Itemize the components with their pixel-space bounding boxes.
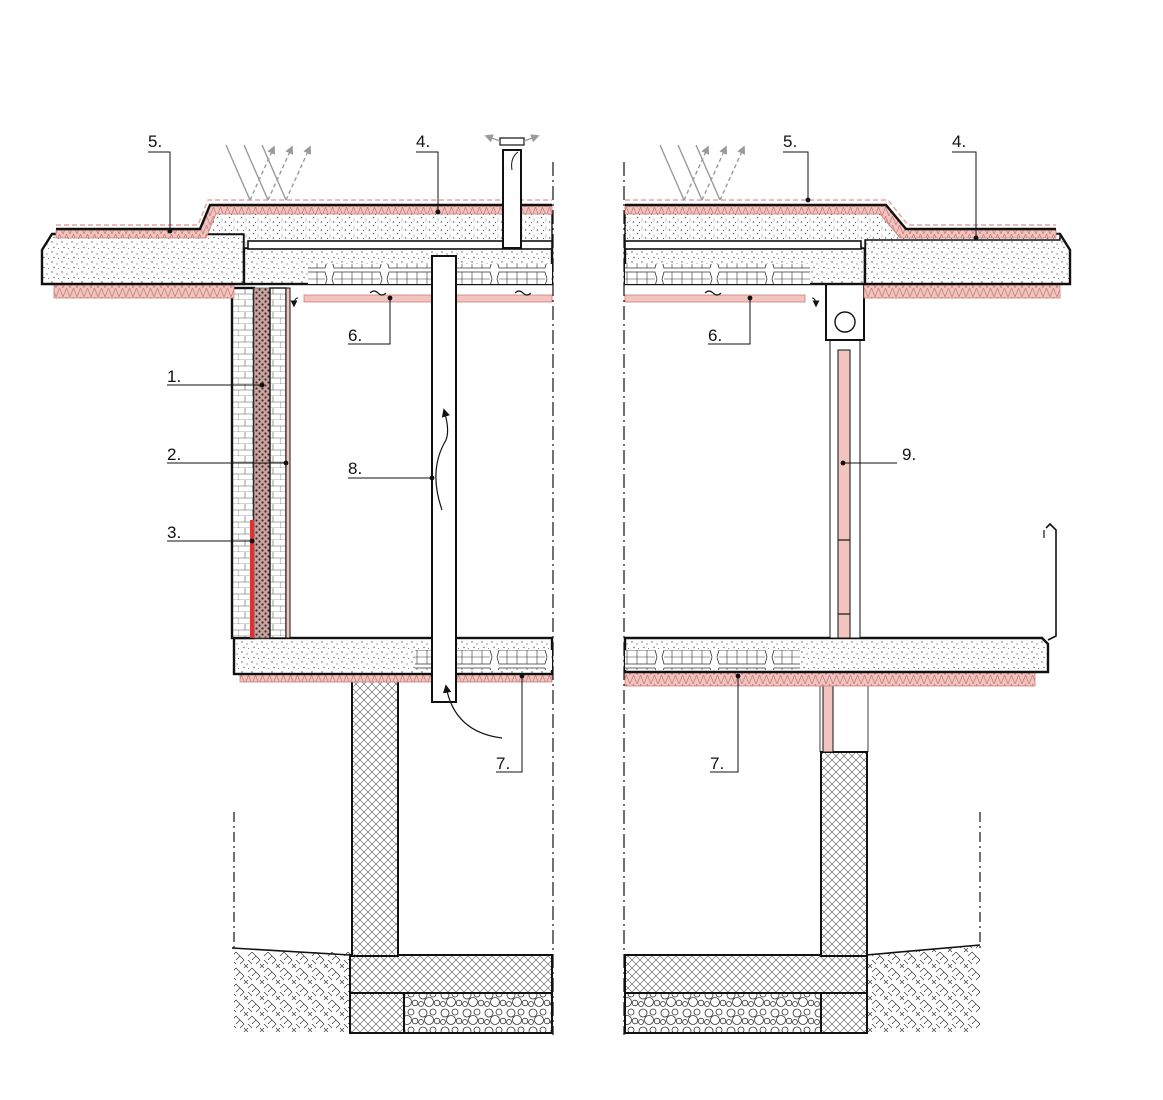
sun-rays-right bbox=[659, 144, 746, 201]
label-6-right: 6. bbox=[708, 326, 722, 345]
slab-insulation-right bbox=[624, 671, 1036, 687]
roof-cavity-plate-right bbox=[624, 240, 862, 250]
roof-vent-stack bbox=[502, 149, 522, 249]
label-4-left: 4. bbox=[416, 132, 430, 151]
foundation-footing-right bbox=[820, 992, 868, 1034]
sun-rays-left bbox=[225, 144, 312, 201]
foundation-slab-right bbox=[624, 954, 868, 994]
roof-slab-eave-right bbox=[863, 232, 1072, 286]
ceiling-insulation-right-eave bbox=[863, 283, 1061, 299]
label-4-right: 4. bbox=[952, 132, 966, 151]
right-section bbox=[623, 144, 1072, 1035]
gravel-right bbox=[624, 992, 822, 1034]
label-6-left: 6. bbox=[348, 326, 362, 345]
label-9: 9. bbox=[902, 445, 916, 464]
label-5-right: 5. bbox=[783, 132, 797, 151]
ceiling-heating-tubes-left bbox=[308, 264, 552, 284]
basement-wall-left bbox=[351, 675, 399, 957]
label-2: 2. bbox=[167, 445, 181, 464]
left-section bbox=[40, 134, 554, 1035]
basement-window bbox=[822, 681, 834, 753]
soil-left bbox=[234, 952, 352, 1032]
ceiling-panel-left bbox=[303, 294, 553, 303]
leader-lines bbox=[148, 151, 977, 773]
wall-heating-element bbox=[250, 520, 254, 638]
roof-cavity-plate bbox=[247, 240, 553, 250]
leader-dots bbox=[167, 197, 979, 679]
roller-blind bbox=[834, 311, 856, 333]
balcony-railing bbox=[1045, 522, 1057, 641]
label-7-left: 7. bbox=[496, 754, 510, 773]
ceiling-heating-tubes-right bbox=[625, 264, 810, 284]
label-8: 8. bbox=[348, 459, 362, 478]
basement-wall-right bbox=[820, 751, 868, 957]
foundation-slab-left bbox=[349, 954, 553, 994]
label-5-left: 5. bbox=[148, 132, 162, 151]
label-7-right: 7. bbox=[710, 754, 724, 773]
roof-membrane-left bbox=[56, 203, 552, 231]
gravel-left bbox=[403, 992, 553, 1034]
floor-heating-tubes-right bbox=[625, 650, 800, 670]
label-3: 3. bbox=[167, 523, 181, 542]
soil-right bbox=[866, 945, 980, 1032]
roof-slab-left bbox=[40, 232, 246, 286]
foundation-footing-left bbox=[349, 992, 405, 1034]
glazing-panel bbox=[837, 349, 851, 639]
ceiling-panel-right bbox=[624, 294, 806, 303]
label-1: 1. bbox=[167, 367, 181, 386]
roof-membrane-right bbox=[625, 203, 1056, 231]
ceiling-insulation-under-eave bbox=[53, 283, 235, 299]
